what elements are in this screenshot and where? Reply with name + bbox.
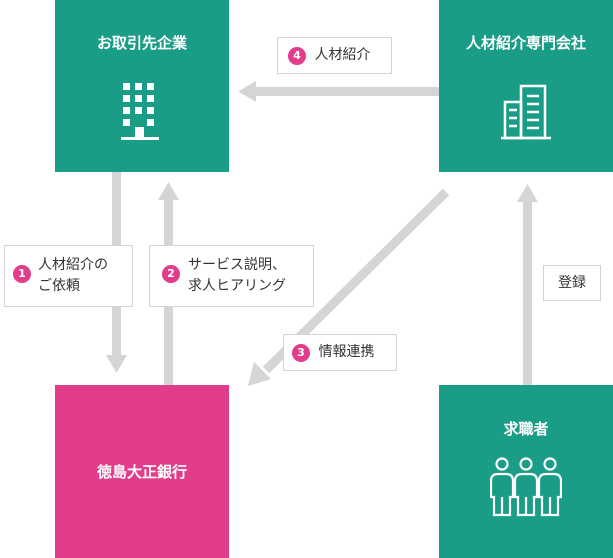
node-client-company: お取引先企業 bbox=[55, 0, 229, 172]
step-1-line1: 人材紹介の bbox=[38, 257, 108, 273]
people-group-icon bbox=[490, 457, 562, 517]
step-label-request: 1 人材紹介の ご依頼 bbox=[4, 245, 133, 307]
step-number-2: 2 bbox=[162, 265, 180, 283]
node-bank-title: 徳島大正銀行 bbox=[96, 463, 187, 481]
node-client-title: お取引先企業 bbox=[96, 34, 187, 52]
node-job-seeker: 求職者 bbox=[439, 385, 613, 558]
step-4-text: 人材紹介 bbox=[314, 47, 371, 63]
arrow-register bbox=[517, 184, 538, 385]
register-label: 登録 bbox=[543, 265, 601, 301]
step-2-line2: 求人ヒアリング bbox=[188, 278, 286, 294]
arrow-introduction bbox=[238, 81, 439, 102]
step-label-info-share: 3 情報連携 bbox=[283, 334, 397, 371]
node-tokushima-taisho-bank: 徳島大正銀行 bbox=[55, 385, 229, 558]
step-label-introduction: 4 人材紹介 bbox=[277, 37, 392, 74]
company-building-icon bbox=[501, 84, 551, 140]
register-text: 登録 bbox=[558, 275, 586, 291]
step-3-text: 情報連携 bbox=[318, 344, 375, 360]
step-2-line1: サービス説明、 bbox=[188, 257, 286, 273]
step-number-1: 1 bbox=[13, 265, 31, 283]
step-number-4: 4 bbox=[288, 46, 306, 65]
node-seeker-title: 求職者 bbox=[503, 420, 549, 438]
node-staffing-agency: 人材紹介専門会社 bbox=[439, 0, 613, 172]
step-label-explanation: 2 サービス説明、 求人ヒアリング bbox=[149, 245, 314, 307]
step-number-3: 3 bbox=[292, 343, 310, 362]
step-1-line2: ご依頼 bbox=[38, 278, 80, 294]
office-building-icon bbox=[121, 83, 159, 140]
node-agency-title: 人材紹介専門会社 bbox=[465, 34, 586, 52]
